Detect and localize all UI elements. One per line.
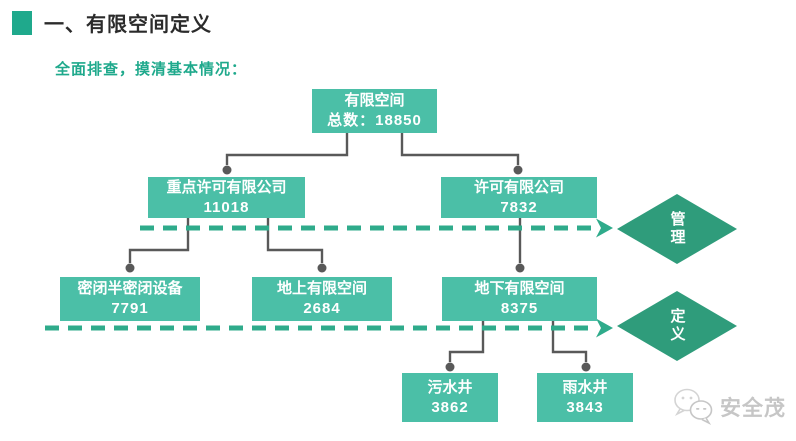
node-aboveground-space: 地上有限空间 2684 [252,277,392,321]
node-value: 7791 [111,300,149,317]
node-value: 2684 [303,300,341,317]
page-title: 一、有限空间定义 [44,14,212,36]
node-label: 雨水井 [562,378,608,396]
node-value: 总数：18850 [327,112,422,129]
node-label: 重点许可有限公司 [166,178,287,196]
diamond-label: 管理 [668,211,686,247]
node-underground-space: 地下有限空间 8375 [442,277,597,321]
node-label: 地下有限空间 [474,280,565,297]
node-rain-well: 雨水井 3843 [537,373,633,422]
page-header: 一、有限空间定义 [12,8,212,37]
node-label: 密闭半密闭设备 [77,280,183,297]
node-value: 7832 [500,198,538,216]
node-key-permit-company: 重点许可有限公司 11018 [148,177,305,218]
node-sewage-well: 污水井 3862 [402,373,498,422]
tree-connectors [125,133,591,372]
node-value: 3862 [431,398,469,416]
node-total: 有限空间 总数：18850 [312,89,437,133]
chat-bubbles-logo-icon [674,388,713,425]
node-value: 11018 [203,198,250,216]
diamond-label: 定义 [668,308,686,344]
node-permit-company: 许可有限公司 7832 [441,177,597,218]
node-label: 污水井 [427,378,473,396]
title-bullet-square [12,10,32,35]
watermark-label: 安全茂 [720,397,786,420]
management-dashed-arrow [140,218,613,238]
definition-dashed-arrow [45,318,613,338]
node-label: 许可有限公司 [473,178,564,196]
watermark: 安全茂 [672,386,786,428]
node-value: 8375 [500,300,539,317]
subtitle: 全面排查，摸清基本情况： [55,61,248,78]
node-sealed-equipment: 密闭半密闭设备 7791 [60,277,200,321]
node-value: 3843 [566,398,604,416]
node-label: 地上有限空间 [276,280,367,297]
node-label: 有限空间 [344,92,405,109]
